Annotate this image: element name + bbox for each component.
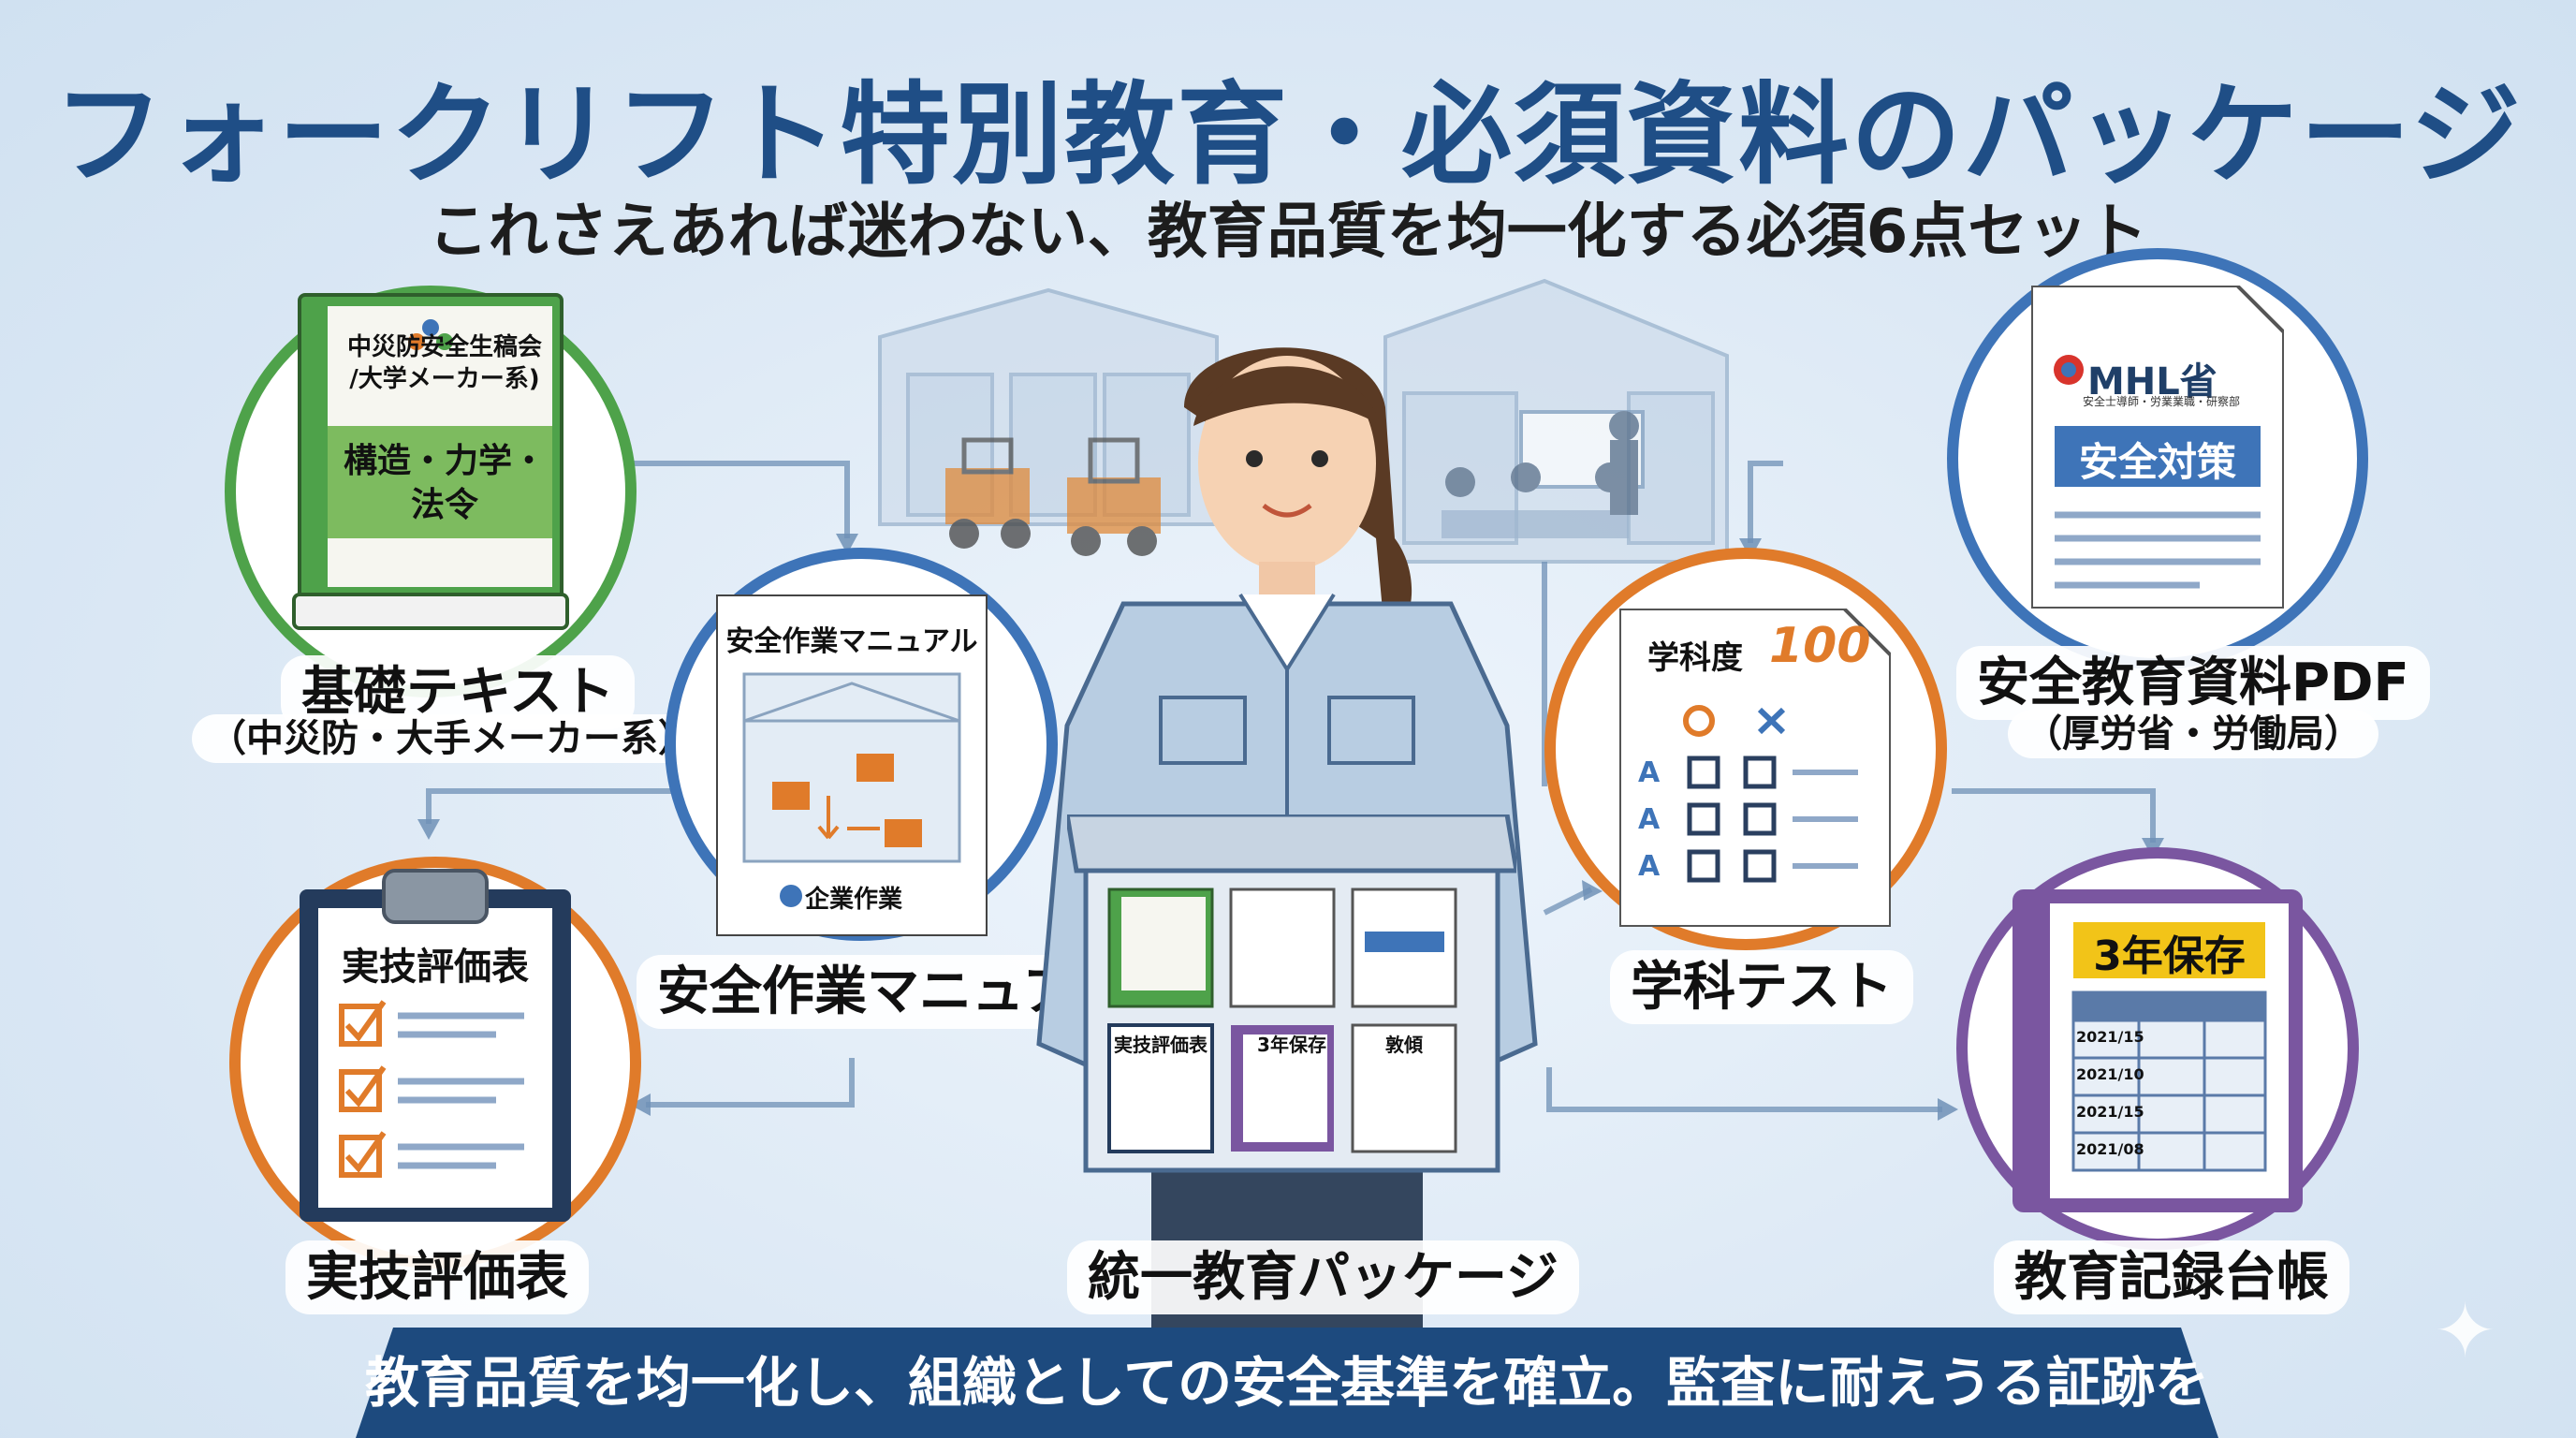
record-date: 2021/15 [2076,1103,2144,1121]
test-paper-icon [1619,609,1891,927]
eval-doc-title: 実技評価表 [342,946,529,989]
test-row-letter: A [1638,756,1661,789]
forklift-icon [945,437,1161,556]
package-mini-eval: 実技評価表 [1114,1034,1208,1056]
test-score: 100 [1769,618,1871,674]
record-date: 2021/08 [2076,1140,2144,1158]
eval-label: 実技評価表 [285,1240,589,1315]
test-row-letter: A [1638,803,1661,836]
pdf-org: MHL省 [2087,360,2217,404]
textbook-icon [292,293,569,630]
package-box [1067,814,1516,1173]
training-meeting-icon [1442,410,1645,538]
page-subtitle: これさえあれば迷わない、教育品質を均一化する必須6点セット [428,198,2148,267]
package-mini-record: 3年保存 [1257,1034,1326,1056]
package-label: 統一教育パッケージ [1067,1240,1579,1315]
textbook-publisher: 中災防安全生稿会 /大学メーカー系) [346,333,542,393]
manual-document-icon [716,594,988,936]
record-date: 2021/10 [2076,1065,2144,1083]
clipboard-icon [300,869,571,1222]
record-heading: 3年保存 [2093,932,2246,980]
pdf-doc-heading: 安全対策 [2078,439,2236,485]
record-date: 2021/15 [2076,1028,2144,1046]
record-label: 教育記録台帳 [1994,1240,2349,1315]
footer-banner-text: 教育品質を均一化し、組織としての安全基準を確立。監査に耐えうる証跡を整えます。 [364,1351,2210,1415]
package-mini-other: 敦傾 [1385,1034,1423,1056]
ledger-binder-icon [2012,889,2303,1212]
flow-arrows [426,461,2156,1112]
pdf-sublabel: （厚労省・労働局） [2008,710,2378,758]
test-row-letter: A [1638,850,1661,883]
pdf-label: 安全教育資料PDF [1956,646,2430,721]
textbook-subject: 構造・力学・ 法令 [343,442,546,524]
footer-banner [356,1328,2218,1438]
page-title: フォークリフト特別教育・必須資料のパッケージ [53,70,2523,199]
test-doc-title: 学科度 [1647,639,1743,677]
pdf-org-sub: 安全士導師・労業業職・研察部 [2083,395,2241,408]
test-label: 学科テスト [1610,950,1913,1025]
sparkle-icon: ✦ [2434,1287,2497,1374]
manual-doc-footer: 企業作業 [805,886,903,914]
manual-doc-title: 安全作業マニュアル [725,625,978,658]
pdf-document-icon [2031,286,2284,609]
basic-text-sublabel: （中災防・大手メーカー系） [192,714,712,763]
